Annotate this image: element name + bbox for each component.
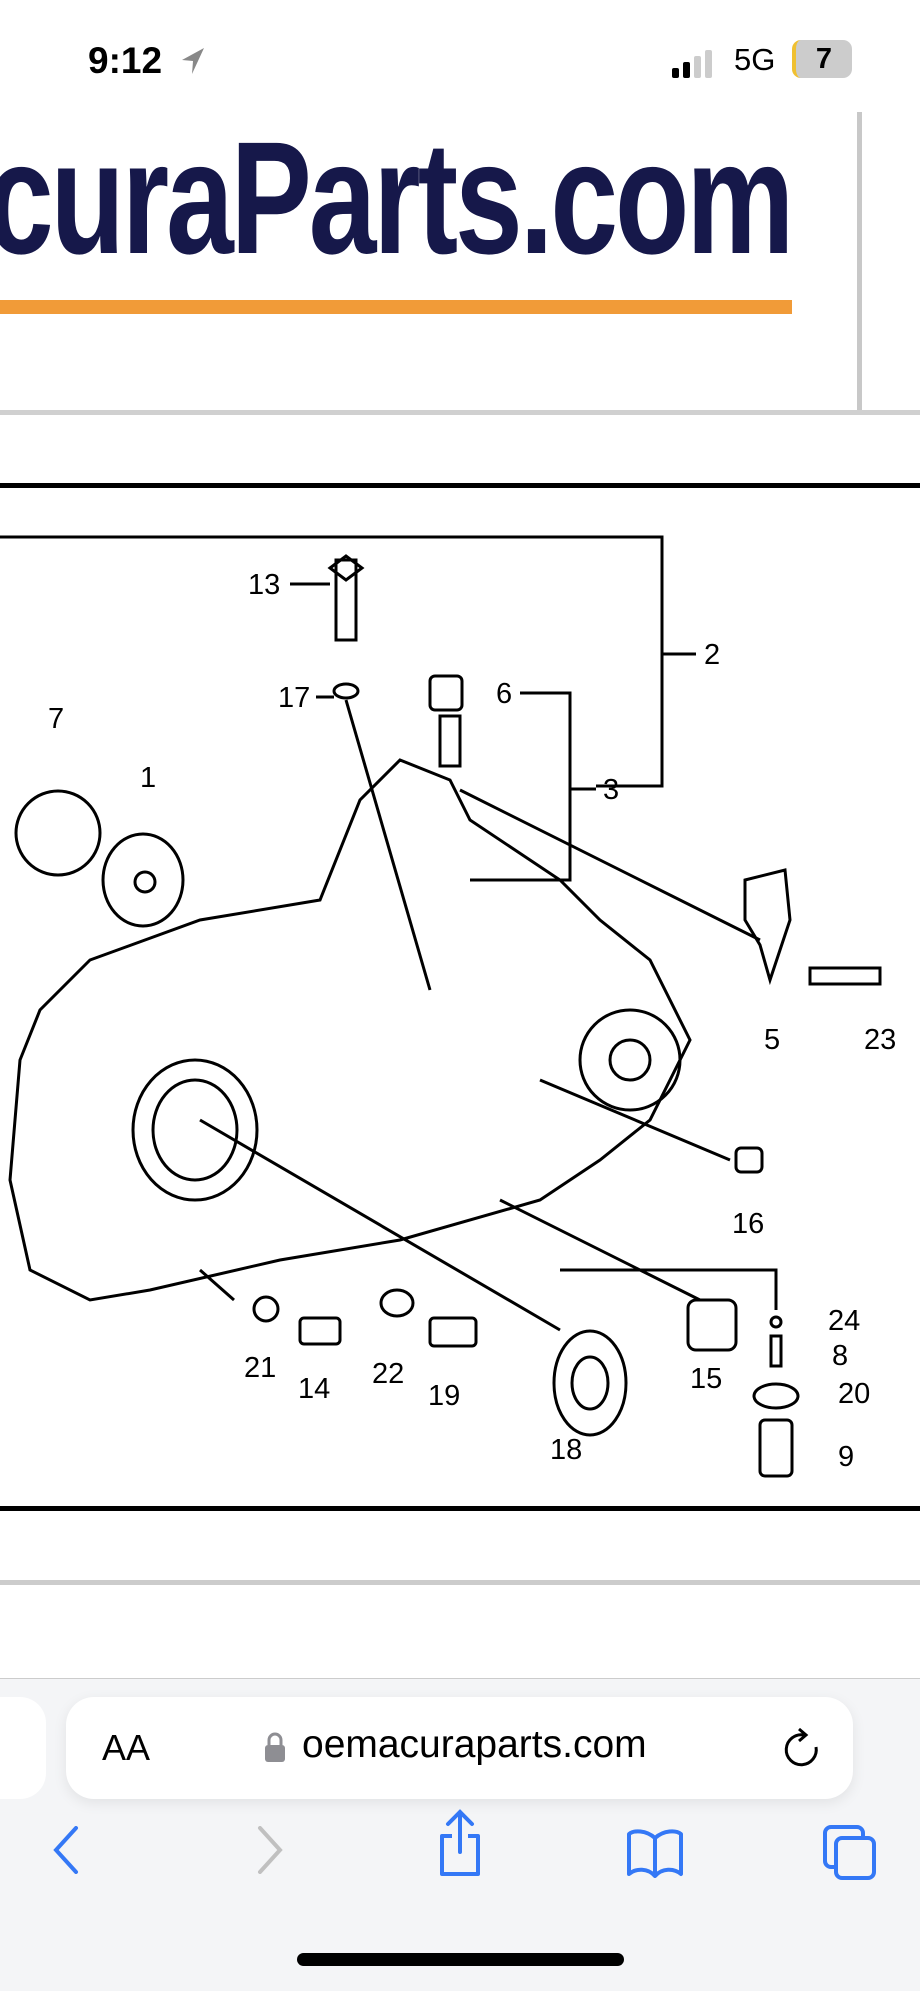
diagram-border-bottom [0, 1506, 920, 1511]
callout-label: 9 [838, 1441, 854, 1473]
callout-label: 20 [838, 1378, 870, 1410]
previous-tab-preview[interactable] [0, 1697, 46, 1799]
reload-icon[interactable] [782, 1727, 822, 1771]
parts-diagram[interactable]: 13 17 6 2 3 7 1 5 23 16 24 8 20 9 15 18 … [0, 495, 920, 1500]
logo-underline [0, 300, 792, 314]
bookmarks-icon[interactable] [626, 1828, 684, 1878]
callout-label: 18 [550, 1434, 582, 1466]
address-bar[interactable]: AA oemacuraparts.com [66, 1697, 853, 1799]
callout-label: 24 [828, 1305, 860, 1337]
divider [0, 1580, 920, 1585]
callout-label: 17 [278, 682, 310, 714]
callout-label: 15 [690, 1363, 722, 1395]
callout-label: 6 [496, 678, 512, 710]
callout-label: 19 [428, 1380, 460, 1412]
divider [0, 410, 920, 415]
location-arrow-icon [182, 48, 204, 74]
back-icon[interactable] [52, 1826, 82, 1874]
callout-label: 3 [603, 774, 619, 806]
callout-label: 13 [248, 569, 280, 601]
callout-label: 8 [832, 1340, 848, 1372]
lock-icon [265, 1732, 285, 1762]
status-time: 9:12 [88, 40, 163, 81]
callout-label: 5 [764, 1024, 780, 1056]
battery-indicator: 7 [792, 40, 852, 78]
callout-label: 7 [48, 703, 64, 735]
callout-label: 21 [244, 1352, 276, 1384]
home-indicator [297, 1953, 624, 1966]
callout-label: 1 [140, 762, 156, 794]
url-text[interactable]: oemacuraparts.com [302, 1723, 647, 1766]
diagram-border-top [0, 483, 920, 488]
divider [857, 112, 862, 410]
signal-icon [672, 50, 712, 78]
share-icon[interactable] [436, 1808, 484, 1878]
tabs-icon[interactable] [822, 1824, 878, 1880]
text-size-button[interactable]: AA [102, 1727, 151, 1768]
forward-icon[interactable] [254, 1826, 284, 1874]
site-logo[interactable]: curaParts.com [0, 108, 794, 287]
callout-label: 14 [298, 1373, 330, 1405]
callout-label: 22 [372, 1358, 404, 1390]
callout-label: 16 [732, 1208, 764, 1240]
network-type: 5G [734, 42, 776, 77]
callout-label: 2 [704, 639, 720, 671]
callout-label: 23 [864, 1024, 896, 1056]
